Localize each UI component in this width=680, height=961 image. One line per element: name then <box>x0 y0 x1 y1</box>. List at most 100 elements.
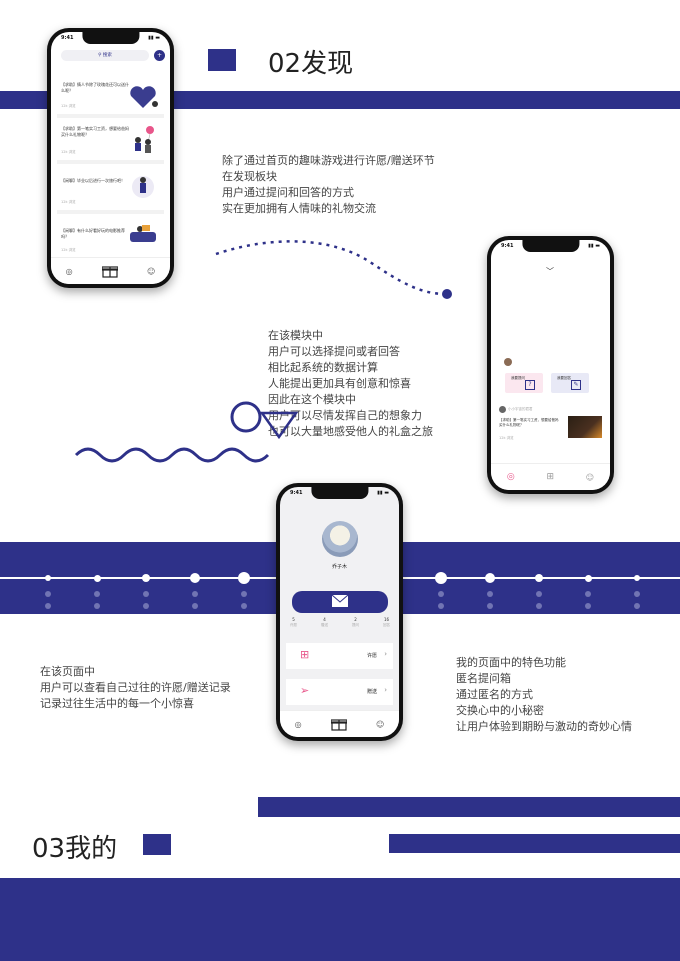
chevron-right-icon: › <box>384 650 387 658</box>
text-line: 在该模块中 <box>268 329 323 342</box>
sofa-illustration-icon <box>130 225 156 242</box>
timeline-subdot <box>45 603 51 609</box>
phone-screen: 9:41 ▮▮ ▬ ⚲ 搜索 + 【求助】情人节除了玫瑰花还可以送什么呢？ 12… <box>51 32 170 284</box>
avatar <box>499 406 506 413</box>
profile-avatar[interactable] <box>322 521 358 557</box>
tab-gift-icon[interactable] <box>101 264 118 278</box>
title-square-mine <box>143 834 171 855</box>
timeline-subdot <box>94 591 100 597</box>
heart-illustration-icon <box>130 86 158 108</box>
bottom-band <box>0 878 680 961</box>
question-icon: ? <box>525 380 535 390</box>
title-square-discover <box>208 49 236 71</box>
tab-gift-icon[interactable] <box>330 717 347 731</box>
menu-label: 赠送 <box>366 689 377 695</box>
timeline-subdot <box>438 591 444 597</box>
timeline-dot <box>93 574 101 582</box>
post-card[interactable]: 【求助】第一笔实习工资，想要给爸妈买什么礼物呢？ 12k 浏览 <box>57 118 164 164</box>
chevron-right-icon: › <box>384 686 387 694</box>
timeline-subdot <box>143 603 149 609</box>
phone-question-page: 9:41 ▮▮ ▬ ﹀ 我要提问 ? 我要回答 ✎ 小小宇宙的君君 【求助】第一… <box>487 236 614 494</box>
status-time: 9:41 <box>501 243 514 249</box>
text-line: 人能提出更加具有创意和惊喜 <box>268 377 411 390</box>
stat-value: 2 <box>354 617 357 622</box>
profile-username: 乔子木 <box>331 564 347 570</box>
tab-mine-icon[interactable]: ☺ <box>585 472 595 482</box>
post-meta: 12k 浏览 <box>61 150 76 154</box>
menu-item-wish[interactable]: ⊞ 许愿 › <box>286 643 393 669</box>
tab-mine-icon[interactable]: ☺ <box>147 266 156 276</box>
bar-right-2 <box>389 834 680 853</box>
menu-item-send[interactable]: ➢ 赠送 › <box>286 679 393 705</box>
timeline-subdot <box>94 603 100 609</box>
menu-label: 许愿 <box>366 653 377 659</box>
text-line: 交换心中的小秘密 <box>456 704 544 717</box>
tab-bar: ◎ ☺ <box>280 710 399 737</box>
post-meta: 12k 浏览 <box>61 248 76 252</box>
text-line: 在发现板块 <box>222 170 277 183</box>
answer-card[interactable]: 小小宇宙的君君 【求助】第一笔实习工资，想要给爸妈买什么礼物呢？ 12k 浏览 <box>497 404 604 444</box>
search-bar[interactable]: ⚲ 搜索 <box>61 50 149 61</box>
search-icon: ⚲ <box>98 53 103 58</box>
status-time: 9:41 <box>290 490 303 496</box>
timeline-subdot <box>487 603 493 609</box>
timeline-dot <box>535 574 543 582</box>
timeline-subdot <box>241 591 247 597</box>
text-line: 让用户体验到期盼与激动的奇妙心情 <box>456 720 632 733</box>
post-text: 【求助】情人节除了玫瑰花还可以送什么呢？ <box>61 82 129 93</box>
tab-gift-icon[interactable]: ⊞ <box>546 472 555 482</box>
timeline-subdot <box>536 591 542 597</box>
tab-bar: ◎ ☺ <box>51 257 170 284</box>
text-line: 我的页面中的特色功能 <box>456 656 566 669</box>
tab-discover-icon[interactable]: ◎ <box>506 472 515 482</box>
post-card[interactable]: 【求助】情人节除了玫瑰花还可以送什么呢？ 12k 浏览 <box>57 76 164 118</box>
stat-label: 许愿 <box>290 623 297 627</box>
add-post-button[interactable]: + <box>154 50 165 61</box>
tab-mine-icon[interactable]: ☺ <box>376 719 385 729</box>
stat-value: 16 <box>383 617 390 622</box>
answer-meta: 12k 浏览 <box>499 436 514 440</box>
text-line: 也可以大量地感受他人的礼盒之旅 <box>268 425 433 438</box>
status-icons: ▮▮ ▬ <box>377 490 389 496</box>
answer-button[interactable]: 我要回答 ✎ <box>551 373 589 393</box>
timeline-subdot <box>585 591 591 597</box>
outline-triangle <box>259 411 299 440</box>
avatar <box>504 358 512 366</box>
timeline-dot <box>190 573 200 583</box>
text-line: 通过匿名的方式 <box>456 688 533 701</box>
timeline-subdot <box>192 591 198 597</box>
post-card[interactable]: 【闲聊】毕业以后进行一次旅行吧！ 12k 浏览 <box>57 164 164 214</box>
discover-description: 除了通过首页的趣味游戏进行许愿/赠送环节 在发现板块 用户通过提问和回答的方式 … <box>222 153 435 217</box>
timeline-dot <box>584 574 592 582</box>
paper-plane-icon: ➢ <box>300 684 310 697</box>
timeline-subdot <box>634 591 640 597</box>
timeline-subdot <box>536 603 542 609</box>
stat-label: 赠送 <box>321 623 328 627</box>
envelope-icon <box>331 594 349 607</box>
answer-user: 小小宇宙的君君 <box>508 407 533 411</box>
tab-discover-icon[interactable]: ◎ <box>65 266 73 276</box>
ask-label: 我要提问 <box>511 376 525 380</box>
tab-discover-icon[interactable]: ◎ <box>294 719 302 729</box>
ask-button[interactable]: 我要提问 ? <box>505 373 543 393</box>
status-icons: ▮▮ ▬ <box>148 35 160 41</box>
timeline-subdot <box>45 591 51 597</box>
module-description: 在该模块中 用户可以选择提问或者回答 相比起系统的数据计算 人能提出更加具有创意… <box>268 328 433 440</box>
tab-bar: ◎ ⊞ ☺ <box>491 463 610 490</box>
phone-notch <box>81 32 140 44</box>
answer-label: 我要回答 <box>557 376 571 380</box>
text-line: 用户可以选择提问或者回答 <box>268 345 400 358</box>
chevron-down-icon[interactable]: ﹀ <box>546 267 554 276</box>
gift-box-icon: ⊞ <box>300 648 310 661</box>
timeline-dot <box>142 574 150 582</box>
phone-notch <box>521 240 580 252</box>
stat-label: 回答 <box>383 623 390 627</box>
